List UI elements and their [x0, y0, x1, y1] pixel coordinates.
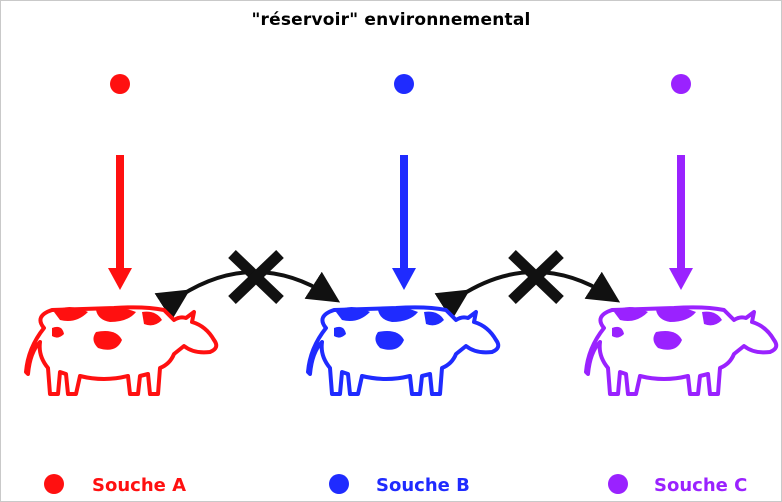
- cross-icon: [512, 254, 560, 300]
- legend-label-c: Souche C: [654, 475, 747, 496]
- blocked-transmission-ab: [180, 254, 330, 300]
- cow-icon-b: [308, 307, 498, 394]
- cow-icon-c: [586, 307, 776, 394]
- reservoir-dot-c: [671, 74, 691, 94]
- cross-icon: [232, 254, 280, 300]
- reservoir-dot-b: [394, 74, 414, 94]
- legend: Souche A Souche B Souche C: [44, 474, 747, 496]
- legend-label-b: Souche B: [376, 475, 470, 496]
- legend-dot-b: [329, 474, 349, 494]
- reservoir-dot-a: [110, 74, 130, 94]
- cow-icon-a: [26, 307, 216, 394]
- down-arrow-b: [392, 155, 416, 290]
- legend-label-a: Souche A: [92, 475, 186, 496]
- blocked-transmission-bc: [460, 254, 610, 300]
- legend-dot-c: [608, 474, 628, 494]
- down-arrow-a: [108, 155, 132, 290]
- legend-dot-a: [44, 474, 64, 494]
- down-arrow-c: [669, 155, 693, 290]
